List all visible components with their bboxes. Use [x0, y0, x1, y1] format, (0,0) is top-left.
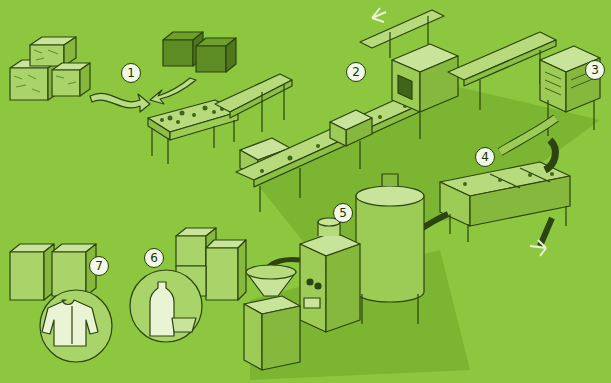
callout-number: 1	[121, 63, 141, 83]
product-inset	[40, 290, 112, 362]
bottle	[150, 282, 174, 336]
feed-arrows	[90, 78, 196, 112]
jacket	[42, 300, 98, 346]
callout-text: 4	[481, 151, 489, 163]
callout-number: 6	[144, 248, 164, 268]
exit-arrow	[372, 8, 386, 22]
callout-number: 5	[333, 203, 353, 223]
product-inset	[130, 270, 202, 342]
callout-text: 7	[95, 260, 103, 272]
callout-text: 5	[339, 207, 347, 219]
callout-number: 7	[89, 256, 109, 276]
callout-text: 1	[127, 67, 135, 79]
callout-number: 4	[475, 147, 495, 167]
callout-text: 3	[591, 64, 599, 76]
bale-stack	[10, 37, 90, 100]
pelletizer	[244, 174, 424, 370]
bale-pair	[163, 32, 236, 72]
callout-text: 6	[150, 252, 158, 264]
tray	[172, 318, 196, 332]
wash-tank	[440, 140, 570, 246]
callout-text: 2	[352, 66, 360, 78]
callout-number: 3	[585, 60, 605, 80]
exit-arrow	[530, 240, 546, 256]
shredder	[500, 46, 600, 152]
callout-number: 2	[346, 62, 366, 82]
